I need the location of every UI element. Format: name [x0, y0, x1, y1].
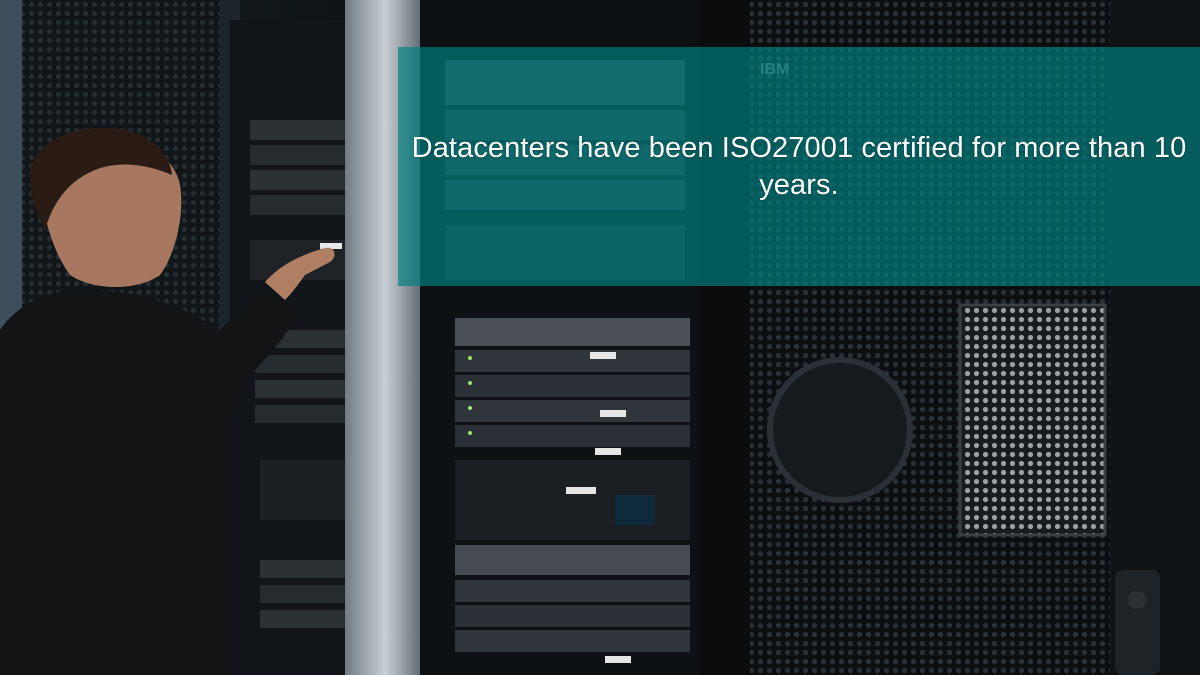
- caption-text: Datacenters have been ISO27001 certified…: [411, 131, 1187, 201]
- person-silhouette: [0, 127, 335, 675]
- left-rack-servers: [250, 120, 360, 628]
- caption-overlay: Datacenters have been ISO27001 certified…: [398, 47, 1200, 286]
